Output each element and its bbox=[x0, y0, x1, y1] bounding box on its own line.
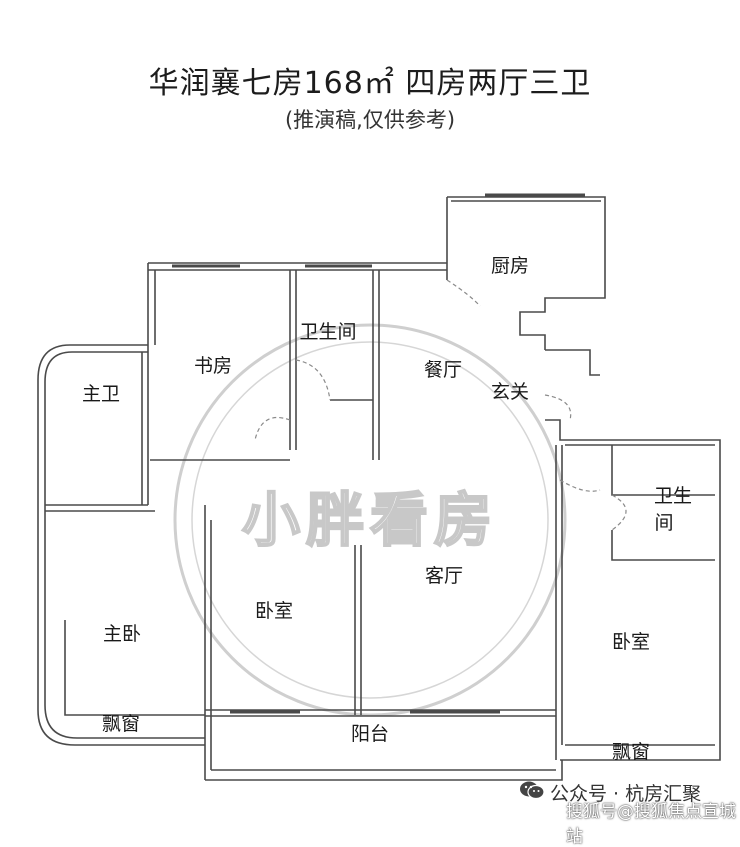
label-bathroom-mid: 卫生间 bbox=[299, 321, 356, 343]
floor-plan: 小胖看房 bbox=[37, 193, 721, 781]
label-living: 客厅 bbox=[425, 565, 463, 587]
label-bay-window-right: 飘窗 bbox=[612, 741, 650, 763]
plan-title: 华润襄七房168㎡ 四房两厅三卫 bbox=[148, 66, 592, 101]
plan-subtitle: (推演稿,仅供参考) bbox=[284, 108, 456, 132]
room-labels: 厨房 书房 卫生间 餐厅 玄关 主卫 卫生 间 客厅 卧室 卧室 主卧 飘窗 阳… bbox=[82, 255, 692, 763]
footer-source: 搜狐号@搜狐焦点宣城站 bbox=[566, 802, 736, 847]
label-bay-window-left: 飘窗 bbox=[102, 713, 140, 735]
watermark-text: 小胖看房 bbox=[242, 486, 498, 554]
walls bbox=[37, 193, 721, 781]
label-master-bedroom: 主卧 bbox=[103, 623, 141, 645]
label-bedroom-right: 卧室 bbox=[612, 631, 650, 653]
door-swings bbox=[254, 279, 627, 531]
label-kitchen: 厨房 bbox=[491, 255, 529, 277]
label-balcony: 阳台 bbox=[351, 723, 389, 745]
watermark: 小胖看房 bbox=[173, 323, 567, 717]
label-study: 书房 bbox=[194, 355, 232, 377]
label-master-bath: 主卫 bbox=[82, 383, 120, 405]
label-bedroom-mid: 卧室 bbox=[255, 600, 293, 622]
label-foyer: 玄关 bbox=[491, 381, 529, 403]
label-dining: 餐厅 bbox=[424, 359, 462, 381]
wechat-icon bbox=[520, 781, 545, 800]
label-bathroom-right-2: 间 bbox=[654, 512, 673, 534]
footer-account: 公众号 · 杭房汇聚 bbox=[550, 783, 702, 805]
label-bathroom-right-1: 卫生 bbox=[654, 485, 692, 507]
